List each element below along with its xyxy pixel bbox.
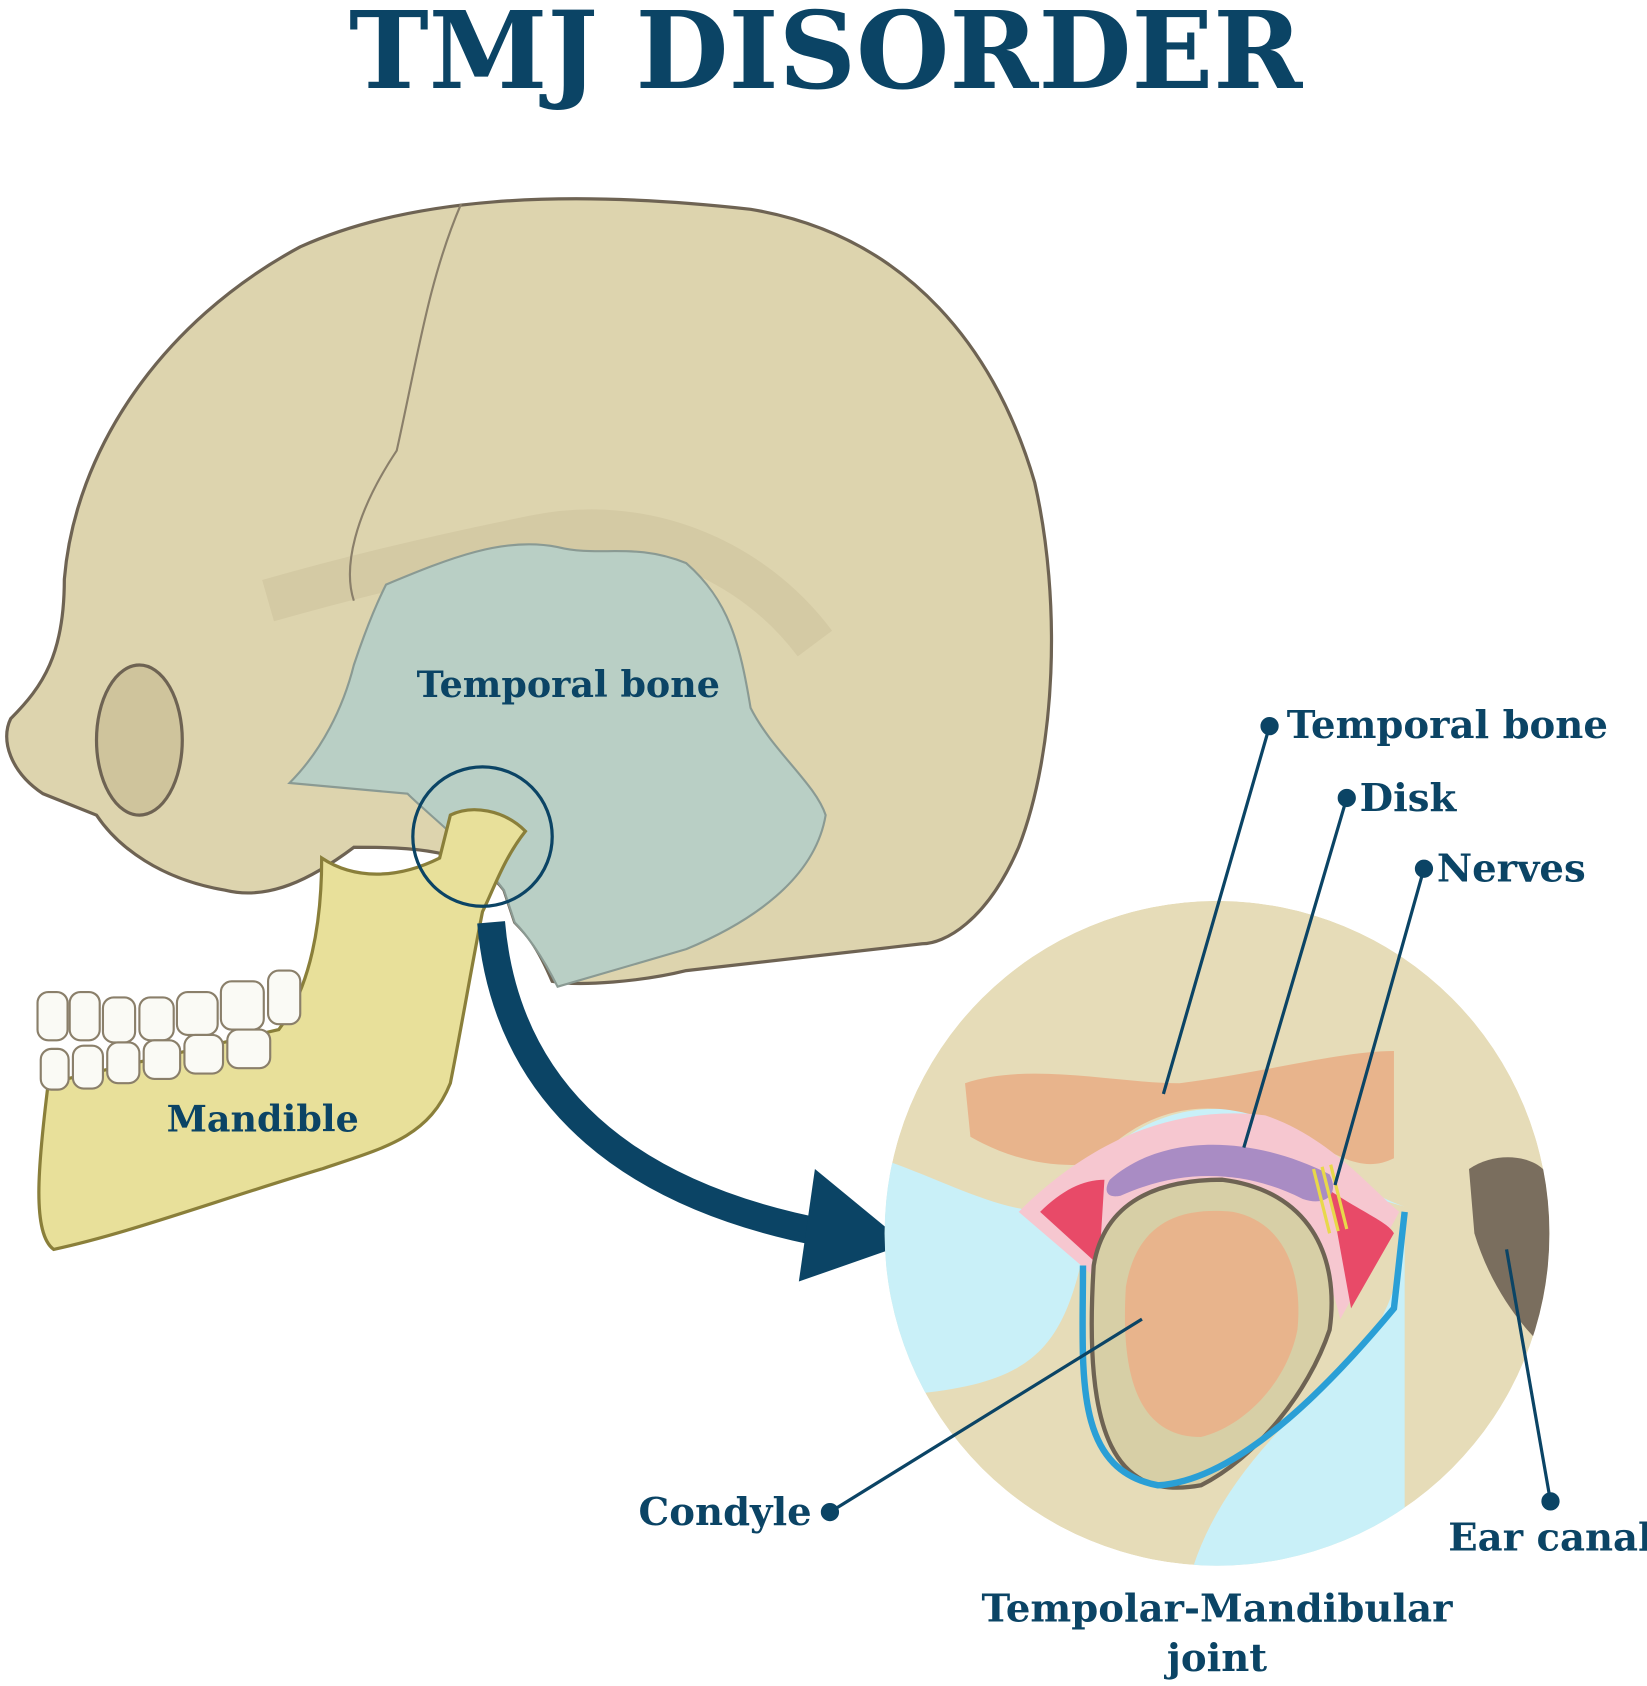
label-nerves: Nerves [1437,847,1586,892]
leader-lines [820,717,1560,1522]
ear-canal-shape [1469,1157,1550,1352]
skull-label-mandible: Mandible [167,1097,359,1140]
label-joint-line1: Tempolar-Mandibular [982,1586,1454,1631]
joint-highlight-circle [411,765,554,908]
disk-shape [1106,1144,1334,1202]
mandible [37,808,528,1252]
temporal-bone-region [287,543,827,988]
teeth [36,969,302,1091]
label-joint-line2: joint [1164,1636,1267,1681]
skull-label-temporal-bone: Temporal bone [417,663,720,706]
label-condyle: Condyle [639,1490,812,1535]
zoom-arrow [477,921,829,1247]
skull-illustration: Temporal bone Mandible [5,197,1054,1252]
label-temporal-bone: Temporal bone [1287,703,1608,748]
eye-socket [94,663,184,817]
joint-detail [884,900,1550,1566]
temporal-bone-section [965,1051,1394,1165]
zoom-arrow-head [798,1168,907,1282]
label-disk: Disk [1360,776,1458,821]
title: TMJ DISORDER [349,0,1303,114]
label-ear-canal: Ear canal [1448,1516,1647,1561]
